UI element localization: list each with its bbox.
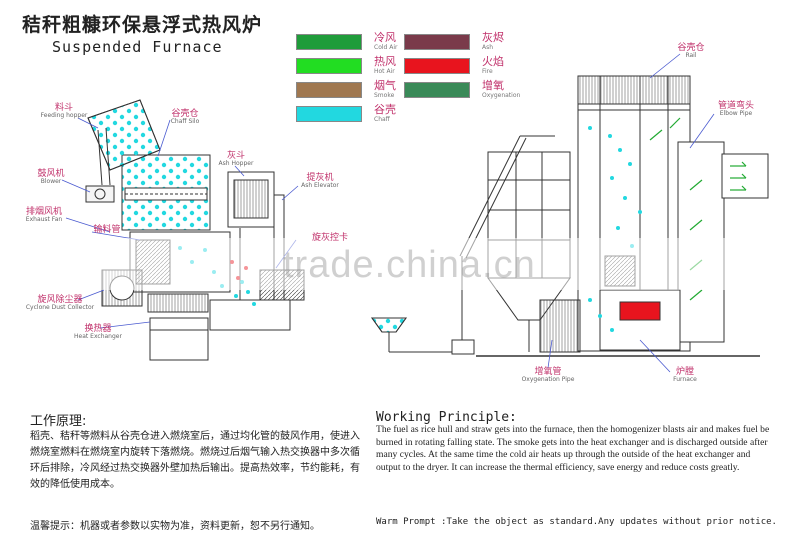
working-principle-cn-body: 稻壳、秸秆等燃料从谷壳仓进入燃烧室后，通过均化管的鼓风作用，使进入燃烧室燃料在燃…: [30, 431, 360, 490]
label-elbow-pipe: 管道弯头 Elbow Pipe: [706, 101, 766, 118]
legend-swatch-smoke: [296, 81, 362, 98]
right-front-view: [371, 75, 769, 357]
label-furnace: 炉膛 Furnace: [660, 367, 710, 384]
rail: [577, 75, 691, 105]
label-ash-valve: 旋灰控卡: [300, 233, 360, 243]
label-feeding-hopper: 料斗 Feeding hopper: [36, 103, 92, 120]
label-en: Ash Elevator: [301, 182, 339, 190]
legend-swatch-chaff: [296, 105, 362, 122]
legend-label: 热风: [374, 55, 396, 68]
legend-label: 增氧: [482, 79, 504, 92]
label-cn: 料斗: [54, 103, 73, 113]
label-cn: 灰斗: [226, 151, 245, 161]
fire-zone: [619, 301, 661, 321]
label-oxygenation-pipe: 增氧管 Oxygenation Pipe: [510, 367, 586, 384]
legend-swatch-oxygenation: [404, 81, 470, 98]
legend-label-en: Cold Air: [374, 44, 398, 51]
label-cn: 增氧管: [534, 367, 562, 377]
label-cn: 提灰机: [306, 173, 334, 183]
legend-swatch-hot-air: [296, 57, 362, 74]
legend-label-en: Smoke: [374, 92, 395, 99]
label-cn: 排烟风机: [25, 207, 62, 217]
heat-exchanger: [149, 317, 209, 361]
label-en: Rail: [685, 52, 697, 60]
legend-label: 谷壳: [374, 103, 396, 116]
base-frame: [209, 299, 291, 331]
label-en: Ash Hopper: [218, 160, 254, 168]
warm-prompt-cn: 温馨提示：机器或者参数以实物为准，资料更新，恕不另行通知。: [30, 521, 320, 532]
elbow-pipe: [721, 153, 769, 199]
intake-hopper-outline: [371, 317, 407, 333]
label-heat-exchanger: 换热器 Heat Exchanger: [62, 324, 134, 341]
label-en: Elbow Pipe: [719, 110, 753, 118]
label-cn: 输料管: [93, 225, 121, 235]
legend-swatch-ash: [404, 33, 470, 50]
legend-label: 冷风: [374, 31, 396, 44]
heat-exchanger-top: [147, 293, 209, 313]
label-en: Heat Exchanger: [74, 333, 122, 341]
label-cn: 谷壳仓: [171, 109, 199, 119]
label-en: Feeding hopper: [40, 112, 88, 120]
legend-label-en: Oxygenation: [482, 92, 521, 99]
label-cn: 炉膛: [675, 367, 694, 377]
label-rail: 谷壳仓 Rail: [666, 43, 716, 60]
label-cn: 旋灰控卡: [311, 233, 348, 243]
hopper-pipe: [97, 129, 103, 186]
label-cn: 谷壳仓: [677, 43, 705, 53]
legend-label-en: Fire: [482, 68, 493, 75]
warm-prompt-en: Warm Prompt :Take the object as standard…: [376, 517, 777, 527]
label-en: Blower: [40, 178, 62, 186]
hopper-pipe-2: [105, 127, 111, 186]
legend-label: 火焰: [482, 55, 504, 68]
label-en: Chaff Silo: [170, 118, 200, 126]
label-en: Exhaust Fan: [25, 216, 63, 224]
legend-label-en: Ash: [482, 44, 494, 51]
label-cn: 换热器: [84, 324, 112, 334]
ash-hopper-inner: [233, 179, 269, 219]
working-principle-cn-title: 工作原理:: [30, 414, 87, 429]
label-cn: 管道弯头: [717, 101, 754, 111]
watermark: trade.china.cn: [283, 244, 536, 286]
title-cn: 秸秆粗糠环保悬浮式热风炉: [22, 14, 263, 36]
blower-fan-icon: [94, 188, 106, 200]
legend-swatch-cold-air: [296, 33, 362, 50]
label-exhaust-fan: 排烟风机 Exhaust Fan: [14, 207, 74, 224]
label-chaff-silo: 谷壳仓 Chaff Silo: [150, 109, 220, 126]
working-principle-en-body: The fuel as rice hull and straw gets int…: [376, 424, 770, 473]
label-cn: 鼓风机: [37, 169, 65, 179]
legend-label-en: Chaff: [374, 116, 390, 123]
label-feed-pipe: 输料管: [82, 225, 132, 235]
label-en: Furnace: [673, 376, 697, 384]
label-en: Cyclone Dust Collector: [25, 304, 95, 312]
label-cyclone: 旋风除尘器 Cyclone Dust Collector: [20, 295, 100, 312]
intake-motor: [451, 339, 475, 355]
label-cn: 旋风除尘器: [37, 295, 83, 305]
conveyor-incline: [459, 135, 521, 257]
legend-label: 灰烬: [482, 31, 504, 44]
right-leader-lines: [547, 53, 715, 373]
oxygenation-unit: [539, 299, 581, 353]
label-blower: 鼓风机 Blower: [26, 169, 76, 186]
label-en: Oxygenation Pipe: [521, 376, 575, 384]
chaff-silo-outline: [121, 154, 211, 231]
legend-swatch-fire: [404, 57, 470, 74]
label-ash-elevator: 提灰机 Ash Elevator: [290, 173, 350, 190]
label-ash-hopper: 灰斗 Ash Hopper: [208, 151, 264, 168]
legend-label: 烟气: [374, 79, 396, 92]
blower: [85, 185, 115, 203]
watermark-band: [40, 238, 800, 290]
title-en: Suspended Furnace: [52, 38, 223, 56]
working-principle-en-title: Working Principle:: [376, 410, 517, 425]
legend-label-en: Hot Air: [374, 68, 395, 75]
